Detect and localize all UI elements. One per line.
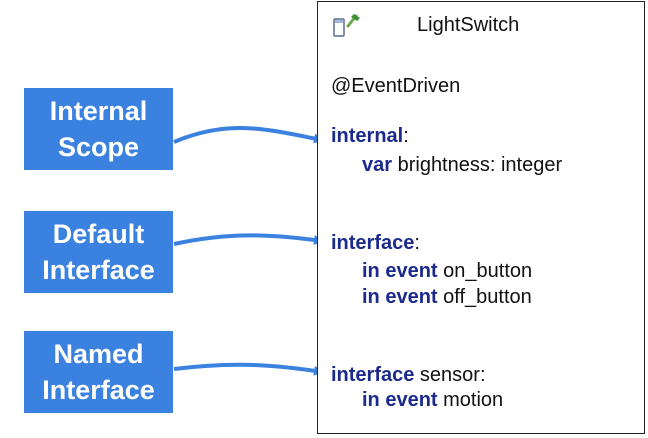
event-keyword: event [385,389,438,411]
event-declaration: in event motion [362,389,503,412]
internal-keyword: internal [331,125,404,147]
arrow-internal-scope [173,126,324,144]
named-interface-label-line2: Interface [42,375,155,405]
internal-colon: : [403,125,409,147]
panel-title: LightSwitch [417,14,520,36]
interface-colon: : [414,232,420,254]
event-name: off_button [437,286,532,308]
annotation-line: @EventDriven [331,75,461,97]
default-interface-label-line2: Interface [42,255,155,285]
arrow-named-interface [173,362,324,376]
named-interface-declaration: interface sensor: [331,364,486,387]
event-keyword: event [385,260,438,282]
in-keyword: in [362,260,380,282]
internal-scope-label-line2: Scope [57,132,140,162]
interface-keyword: interface [331,232,415,254]
internal-declaration: internal: [331,125,409,148]
statechart-icon [333,14,360,37]
default-interface-declaration: interface: [331,232,420,255]
event-name: on_button [437,260,533,282]
event-name: motion [437,389,504,411]
interface-name: sensor: [414,364,486,386]
statechart-definition-panel [317,1,645,434]
default-interface-label: Default Interface [24,211,173,293]
named-interface-label: Named Interface [24,331,173,413]
variable-text: brightness: integer [392,154,563,176]
event-declaration: in event on_button [362,260,532,283]
in-keyword: in [362,389,380,411]
default-interface-label-line1: Default [52,219,145,249]
internal-scope-label: Internal Scope [24,88,173,170]
in-keyword: in [362,286,380,308]
named-interface-label-line1: Named [53,339,144,369]
internal-scope-label-line1: Internal [49,96,148,126]
interface-keyword: interface [331,364,415,386]
event-keyword: event [385,286,438,308]
variable-declaration: var brightness: integer [362,154,562,177]
var-keyword: var [362,154,393,176]
arrow-default-interface [173,233,324,246]
event-declaration: in event off_button [362,286,532,309]
